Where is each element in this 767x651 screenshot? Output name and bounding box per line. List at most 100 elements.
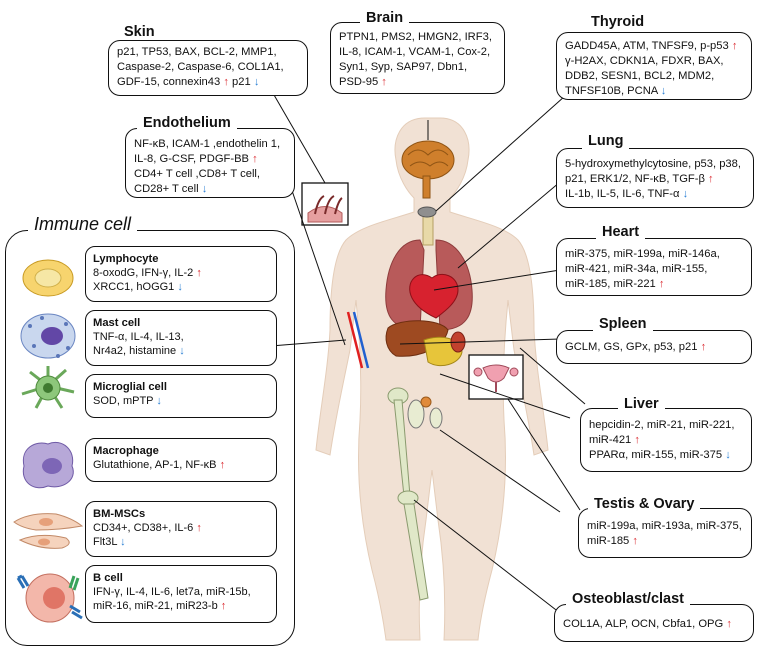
testis-ovary-title: Testis & Ovary — [588, 496, 701, 512]
spleen-box: GCLM, GS, GPx, p53, p21 ↑ — [556, 330, 752, 364]
brain-line-4: PSD-95 ↑ — [339, 76, 387, 88]
thyroid-line-2: γ-H2AX, CDKN1A, FDXR, BAX, — [565, 55, 724, 67]
heart-line-3: miR-185, miR-221 ↑ — [565, 278, 665, 290]
macrophage-line-1: Glutathione, AP-1, NF-κB ↑ — [93, 459, 226, 471]
osteo-box: COL1A, ALP, OCN, Cbfa1, OPG ↑ — [554, 604, 754, 642]
skin-line-1: p21, TP53, BAX, BCL-2, MMP1, — [117, 46, 277, 58]
up-arrow-icon: ↑ — [634, 434, 640, 446]
thyroid-organ — [417, 206, 437, 218]
up-arrow-icon: ↑ — [700, 341, 707, 353]
heart-title: Heart — [596, 224, 646, 240]
microglial-cell-line-1: SOD, mPTP ↓ — [93, 395, 162, 407]
testis-ovary-box: miR-199a, miR-193a, miR-375, miR-185 ↑ — [578, 508, 752, 558]
endothelium-title: Endothelium — [137, 115, 237, 131]
liver-box: hepcidin-2, miR-21, miR-221, miR-421 ↑ P… — [580, 408, 752, 472]
down-arrow-icon: ↓ — [201, 183, 208, 195]
up-arrow-icon: ↑ — [632, 535, 638, 547]
skin-box: p21, TP53, BAX, BCL-2, MMP1, Caspase-2, … — [108, 40, 308, 96]
heart-line-2: miR-421, miR-34a, miR-155, — [565, 263, 708, 275]
lymphocyte-name: Lymphocyte — [93, 253, 159, 265]
b-cell-box: B cell IFN-γ, IL-4, IL-6, let7a, miR-15b… — [85, 565, 277, 623]
bm-mscs-line-1: CD34+, CD38+, IL-6 ↑ — [93, 522, 202, 534]
b-cell-icon — [16, 573, 83, 623]
up-arrow-icon: ↑ — [658, 278, 665, 290]
lung-line-1: 5-hydroxymethylcytosine, p53, p38, — [565, 158, 741, 170]
macrophage-cell-icon — [22, 442, 74, 489]
human-body-silhouette — [315, 117, 549, 641]
spleen-title: Spleen — [593, 316, 653, 332]
blood-vessels — [346, 311, 370, 369]
lung-line-2: p21, ERK1/2, NF-κB, TGF-β ↑ — [565, 173, 714, 185]
bm-mscs-name: BM-MSCs — [93, 508, 146, 520]
mast-cell-line-1: TNF-α, IL-4, IL-13, — [93, 331, 184, 343]
heart-organ — [409, 274, 459, 319]
heart-line-1: miR-375, miR-199a, miR-146a, — [565, 248, 720, 260]
endothelium-box: NF-κB, ICAM-1 ,endothelin 1, IL-8, G-CSF… — [125, 128, 295, 198]
bm-mscs-box: BM-MSCs CD34+, CD38+, IL-6 ↑ Flt3L ↓ — [85, 501, 277, 557]
brain-title: Brain — [360, 10, 410, 26]
bm-mscs-line-2: Flt3L ↓ — [93, 536, 126, 548]
lung-title: Lung — [582, 133, 630, 149]
testis-ovary-line-2: miR-185 ↑ — [587, 535, 638, 547]
down-arrow-icon: ↓ — [177, 281, 183, 293]
femur-bone — [387, 387, 429, 601]
heart-box: miR-375, miR-199a, miR-146a, miR-421, mi… — [556, 238, 752, 296]
up-arrow-icon: ↑ — [220, 600, 227, 612]
up-arrow-icon: ↑ — [219, 459, 226, 471]
brain-organ — [401, 140, 455, 199]
endothelium-line-3: CD4+ T cell ,CD8+ T cell, — [134, 168, 261, 180]
immune-title: Immune cell — [28, 214, 138, 235]
skin-title: Skin — [118, 24, 161, 40]
down-arrow-icon: ↓ — [725, 449, 731, 461]
up-arrow-icon: ↑ — [223, 76, 229, 88]
thyroid-box: GADD45A, ATM, TNFSF9, p-p53 ↑ γ-H2AX, CD… — [556, 32, 752, 100]
microglial-cell-icon — [21, 366, 75, 409]
up-arrow-icon: ↑ — [708, 173, 714, 185]
liver-line-3: PPARα, miR-155, miR-375 ↓ — [589, 449, 731, 461]
osteo-title: Osteoblast/clast — [566, 591, 691, 607]
lymphocyte-cell-icon — [22, 259, 74, 297]
lymphocyte-line-2: XRCC1, hOGG1 ↓ — [93, 281, 183, 293]
skin-line-2: Caspase-2, Caspase-6, COL1A1, — [117, 61, 284, 73]
down-arrow-icon: ↓ — [120, 536, 126, 548]
up-arrow-icon: ↑ — [196, 267, 202, 279]
endothelium-line-2: IL-8, G-CSF, PDGF-BB ↑ — [134, 153, 258, 165]
bm-msc-cell-icon — [13, 513, 84, 549]
spleen-line-1: GCLM, GS, GPx, p53, p21 ↑ — [565, 341, 707, 353]
liver-line-2: miR-421 ↑ — [589, 434, 640, 446]
osteo-line-1: COL1A, ALP, OCN, Cbfa1, OPG ↑ — [563, 618, 732, 630]
testis-organ — [407, 396, 443, 429]
b-cell-line-2: miR-16, miR-21, miR23-b ↑ — [93, 600, 227, 612]
brain-line-3: Syn1, Syp, SAP97, Dbn1, — [339, 61, 468, 73]
macrophage-name: Macrophage — [93, 445, 159, 457]
microglial-cell-box: Microglial cell SOD, mPTP ↓ — [85, 374, 277, 418]
brain-line-1: PTPN1, PMS2, HMGN2, IRF3, — [339, 31, 492, 43]
lymphocyte-box: Lymphocyte 8-oxodG, IFN-γ, IL-2 ↑ XRCC1,… — [85, 246, 277, 302]
up-arrow-icon: ↑ — [381, 76, 387, 88]
up-arrow-icon: ↑ — [252, 153, 258, 165]
down-arrow-icon: ↓ — [253, 76, 260, 88]
brain-box: PTPN1, PMS2, HMGN2, IRF3, IL-8, ICAM-1, … — [330, 22, 505, 94]
mast-cell-icon — [20, 313, 76, 359]
down-arrow-icon: ↓ — [179, 345, 185, 357]
down-arrow-icon: ↓ — [156, 395, 162, 407]
macrophage-box: Macrophage Glutathione, AP-1, NF-κB ↑ — [85, 438, 277, 482]
down-arrow-icon: ↓ — [660, 85, 667, 97]
liver-title: Liver — [618, 396, 665, 412]
thyroid-line-1: GADD45A, ATM, TNFSF9, p-p53 ↑ — [565, 40, 738, 52]
liver-line-1: hepcidin-2, miR-21, miR-221, — [589, 419, 735, 431]
b-cell-line-1: IFN-γ, IL-4, IL-6, let7a, miR-15b, — [93, 586, 251, 598]
mast-cell-name: Mast cell — [93, 317, 141, 329]
endothelium-line-4: CD28+ T cell ↓ — [134, 183, 208, 195]
mast-cell-line-2: Nr4a2, histamine ↓ — [93, 345, 185, 357]
thyroid-line-3: DDB2, SESN1, BCL2, MDM2, — [565, 70, 715, 82]
lymphocyte-line-1: 8-oxodG, IFN-γ, IL-2 ↑ — [93, 267, 202, 279]
thyroid-line-4: TNFSF10B, PCNA ↓ — [565, 85, 667, 97]
brain-line-2: IL-8, ICAM-1, VCAM-1, Cox-2, — [339, 46, 491, 58]
lung-box: 5-hydroxymethylcytosine, p53, p38, p21, … — [556, 148, 754, 208]
up-arrow-icon: ↑ — [726, 618, 732, 630]
microglial-cell-name: Microglial cell — [93, 381, 167, 393]
up-arrow-icon: ↑ — [731, 40, 738, 52]
b-cell-name: B cell — [93, 572, 123, 584]
